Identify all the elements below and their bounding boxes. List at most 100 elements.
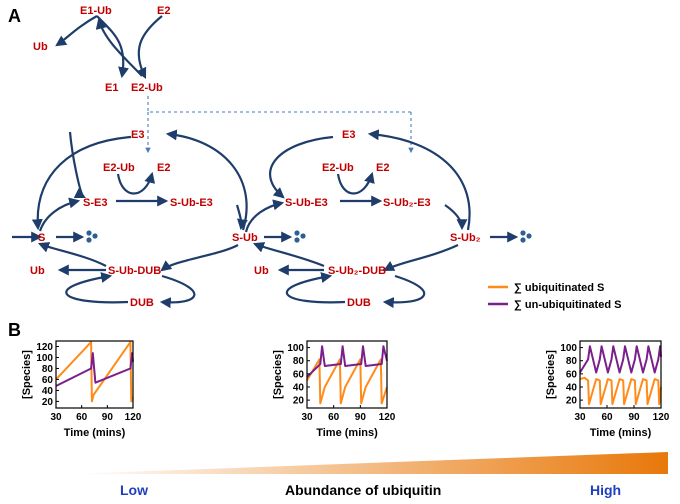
arrow-s-to-se3: [38, 197, 81, 232]
y-tick-label: 60: [293, 369, 305, 380]
node-ub-top: Ub: [33, 41, 48, 53]
node-dub-right: DUB: [347, 297, 371, 309]
arrow-subdub-to-s: [37, 242, 107, 267]
node-s: S: [38, 232, 45, 244]
legend-label-ubiquitinated: ∑ ubiquitinated S: [514, 282, 604, 294]
node-e1: E1: [105, 82, 118, 94]
series-line-ubiquitinated: [55, 341, 134, 403]
series-line-unubiquitinated: [306, 345, 388, 378]
x-tick-label: 120: [379, 412, 396, 423]
series-line-ubiquitinated: [579, 376, 662, 406]
legend-label-unubiquitinated: ∑ un-ubiquitinated S: [514, 299, 621, 311]
arrow-e1-to-e1ub: [95, 17, 143, 77]
node-s-ub2-dub: S-Ub₂-DUB: [328, 265, 386, 277]
y-axis-label: [Species]: [545, 350, 557, 399]
node-e3-left: E3: [131, 129, 144, 141]
degradation-dot: [86, 230, 92, 236]
abundance-scale: Low Abundance of ubiquitin High: [70, 452, 668, 498]
e2ub-feed-lines: [145, 96, 414, 154]
degradation-dot: [92, 233, 98, 239]
y-tick-label: 80: [42, 364, 54, 375]
node-s-ub2: S-Ub₂: [450, 232, 481, 244]
degradation-dot: [520, 237, 526, 243]
arrow-subE3-to-sub: [235, 204, 248, 231]
x-tick-label: 30: [50, 412, 62, 423]
node-e3-right: E3: [342, 129, 355, 141]
arrow-dub-to-subdub: [65, 272, 129, 304]
series-line-unubiquitinated: [579, 345, 662, 374]
y-tick-label: 100: [36, 353, 53, 364]
node-dub-left: DUB: [130, 297, 154, 309]
scale-low-label: Low: [120, 482, 148, 498]
arrow-loop-to-e3r: [367, 129, 471, 231]
y-tick-label: 120: [36, 342, 53, 353]
plot-frame: [306, 340, 388, 409]
node-labels: E1-Ub E2 Ub E1 E2-Ub E3 E3 E2-Ub E2 E2-U…: [30, 5, 481, 309]
y-tick-label: 80: [293, 356, 305, 367]
x-tick-label: 120: [653, 412, 670, 423]
node-ub-left: Ub: [30, 265, 45, 277]
y-tick-label: 100: [287, 343, 304, 354]
y-tick-label: 20: [42, 397, 54, 408]
node-ub-mid: Ub: [254, 265, 269, 277]
node-s-ub2-e3: S-Ub₂-E3: [383, 197, 431, 209]
node-e2-top: E2: [157, 5, 170, 17]
arrow-sub2-to-sub2dub: [383, 244, 459, 272]
e1-e2-exchange: [55, 15, 163, 79]
node-s-ub-dub: S-Ub-DUB: [108, 265, 161, 277]
arrow-e2-to-e2ub: [136, 15, 163, 79]
arrow-sub2dub-to-dub: [382, 274, 426, 309]
y-axis-label: [Species]: [272, 350, 284, 399]
arrow-loop-to-e3l: [165, 129, 248, 231]
x-tick-label: 30: [574, 412, 586, 423]
y-axis-label: [Species]: [21, 350, 33, 399]
series-line-ubiquitinated: [306, 358, 388, 405]
arrow-sub-to-subE3b: [244, 199, 285, 233]
x-tick-label: 60: [328, 412, 340, 423]
y-tick-label: 40: [42, 386, 54, 397]
right-module-arrows: [244, 129, 519, 309]
arrow-e2ub-cycle-left: [116, 171, 156, 195]
degradation-dot: [294, 230, 300, 236]
y-tick-label: 20: [293, 396, 305, 407]
arrow-subdub-to-dub: [159, 274, 196, 309]
degradation-dots: [86, 230, 532, 243]
y-tick-label: 40: [293, 382, 305, 393]
arrow-sub2dub-to-sub: [252, 242, 325, 268]
degradation-dot: [300, 233, 306, 239]
panel-b-letter: B: [8, 320, 21, 340]
y-tick-label: 60: [566, 369, 578, 380]
left-module-arrows: [12, 129, 248, 309]
scale-high-label: High: [590, 482, 621, 498]
y-tick-label: 100: [560, 343, 577, 354]
node-s-ub-e3-b: S-Ub-E3: [285, 197, 328, 209]
x-axis-label: Time (mins): [316, 427, 378, 439]
arrow-sub-to-subdub: [160, 244, 239, 272]
legend: ∑ ubiquitinated S ∑ un-ubiquitinated S: [488, 282, 621, 311]
abundance-wedge: [70, 452, 668, 474]
node-e2ub-top: E2-Ub: [131, 82, 163, 94]
degradation-dot: [86, 237, 92, 243]
x-tick-label: 90: [102, 412, 114, 423]
x-tick-label: 90: [628, 412, 640, 423]
x-axis-label: Time (mins): [64, 427, 126, 439]
node-s-ub-e3: S-Ub-E3: [170, 197, 213, 209]
y-tick-label: 80: [566, 356, 578, 367]
arrow-e3l-loop-to-s: [31, 135, 132, 231]
series-line-unubiquitinated: [55, 352, 134, 387]
x-tick-label: 90: [355, 412, 367, 423]
node-e2-right: E2: [376, 162, 389, 174]
panel-a-letter: A: [8, 6, 21, 26]
dash-feed-horizontal: [147, 96, 411, 113]
degradation-dot: [294, 237, 300, 243]
x-axis-label: Time (mins): [590, 427, 652, 439]
arrow-sub2E3-to-sub2: [444, 204, 468, 231]
arrow-e3r-to-subE3b: [269, 135, 334, 199]
node-e1ub: E1-Ub: [80, 5, 112, 17]
y-tick-label: 40: [566, 382, 578, 393]
